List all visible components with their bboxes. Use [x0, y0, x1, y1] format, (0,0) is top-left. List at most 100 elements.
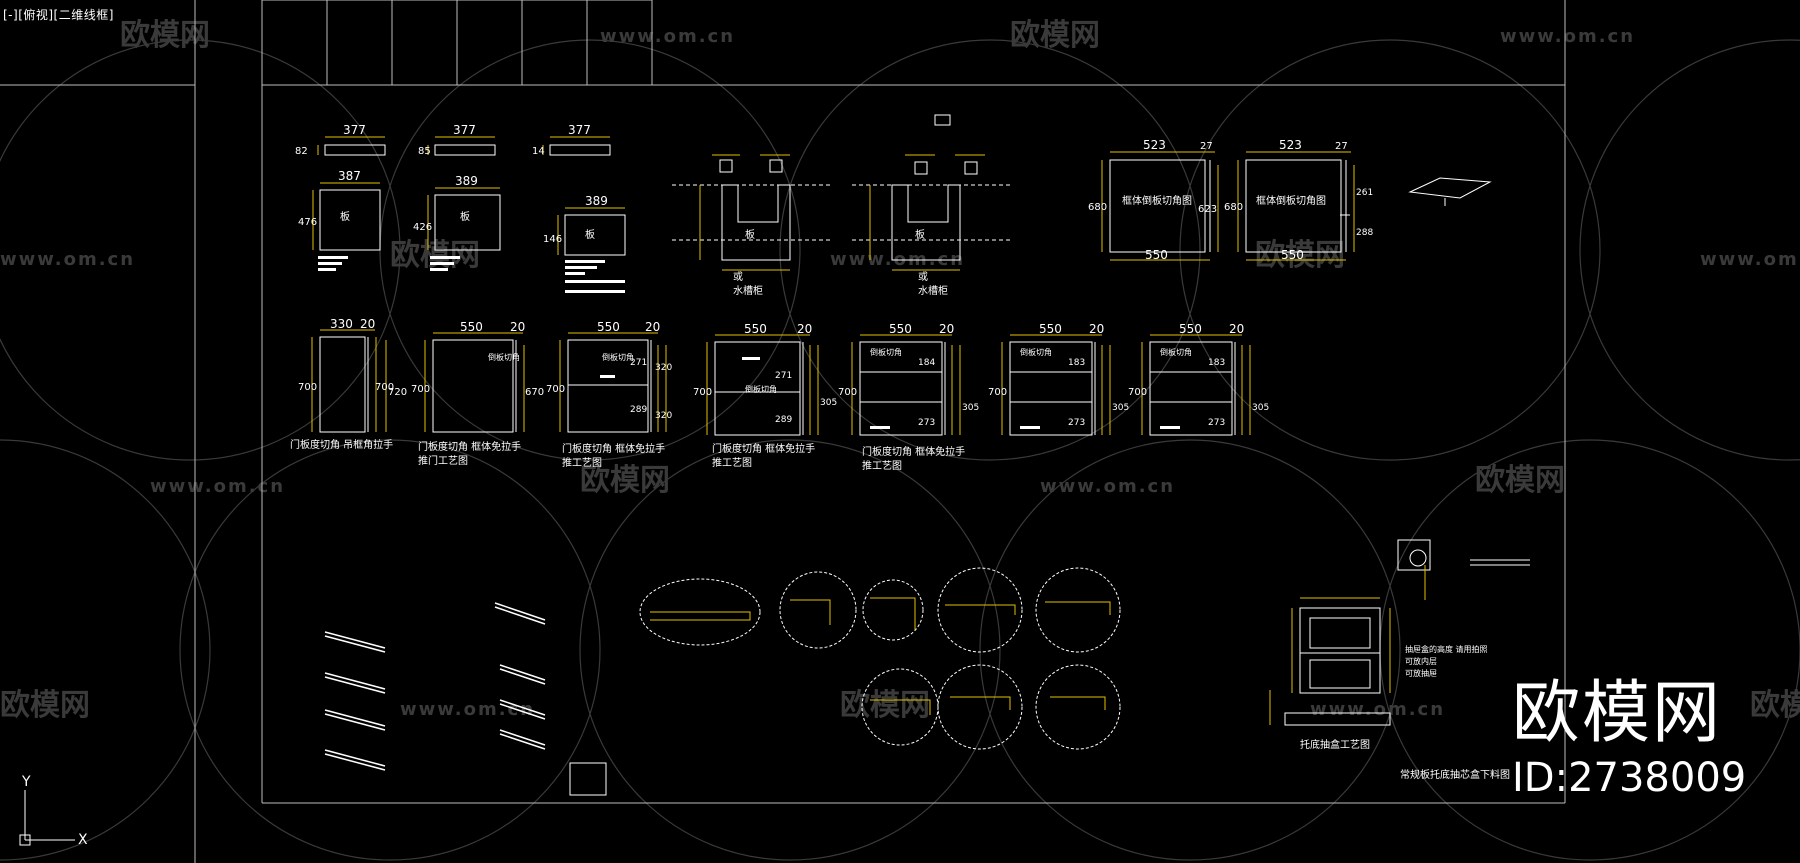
caption: 推工艺图	[562, 456, 602, 469]
dim-label: 271	[630, 358, 647, 368]
watermark-logo: 欧模网	[120, 18, 210, 53]
dim-label: 680	[1224, 202, 1243, 213]
caption: 门板度切角 框体免拉手	[562, 442, 665, 455]
corner-panel-drawings	[1109, 159, 1350, 253]
dim-label: 184	[918, 358, 935, 368]
caption-regular: 常规板托底抽芯盒下料图	[1400, 768, 1510, 781]
dim-label: 289	[630, 405, 647, 415]
dim-label: 82	[295, 146, 308, 157]
dim-label: 288	[1356, 228, 1373, 238]
dim-label: 320	[655, 411, 672, 421]
caption: 门板度切角 框体免拉手	[418, 440, 521, 453]
drawer-note: 抽屉盒的高度 请用拍照	[1405, 644, 1488, 654]
ucs-icon	[19, 790, 75, 846]
dim-label: 330	[330, 317, 353, 331]
dim-label: 700	[693, 387, 712, 398]
dim-label: 289	[775, 415, 792, 425]
watermark-logo: 欧模网	[1750, 688, 1800, 723]
sink-cabinet-drawings	[672, 114, 1012, 261]
detail-profiles	[650, 597, 1111, 715]
dim-label: 700	[298, 382, 317, 393]
corner-panel-dims	[1101, 151, 1355, 261]
dim-label: 550	[1179, 322, 1202, 336]
dim-label: 85	[418, 146, 431, 157]
dim-label: 273	[1208, 418, 1225, 428]
inner-label: 倒板切角	[488, 352, 520, 362]
ucs-y-label: Y	[21, 774, 31, 790]
dim-label: 183	[1068, 358, 1085, 368]
dim-label: 550	[744, 322, 767, 336]
legend-bars-top-left	[318, 256, 625, 293]
caption: 推工艺图	[712, 456, 752, 469]
panel-label: 板	[915, 228, 925, 241]
corner-label: 框体倒板切角图	[1256, 194, 1326, 207]
watermark-url: www.om.cn	[150, 476, 285, 497]
dim-label: 700	[838, 387, 857, 398]
dim-label: 20	[939, 322, 954, 336]
dim-label: 27	[1335, 141, 1348, 152]
dim-label: 377	[453, 123, 476, 137]
dim-label: 271	[775, 371, 792, 381]
drawer-note: 可放内层	[1405, 656, 1437, 666]
caption: 门板度切角 框体免拉手	[862, 445, 965, 458]
dim-label: 700	[988, 387, 1007, 398]
dim-label: 20	[1089, 322, 1104, 336]
door-panel-dims	[311, 329, 1251, 435]
label-sink: 水槽柜	[918, 284, 948, 297]
dim-label: 523	[1143, 138, 1166, 152]
dim-label: 670	[525, 387, 544, 398]
dim-label: 14	[532, 146, 545, 157]
dim-label: 550	[889, 322, 912, 336]
dim-label: 700	[1128, 387, 1147, 398]
panel-label: 板	[460, 210, 470, 223]
dim-label: 680	[1088, 202, 1107, 213]
dim-label: 320	[655, 363, 672, 373]
dim-label: 377	[343, 123, 366, 137]
dim-label: 27	[1200, 141, 1213, 152]
dim-text-top-left: 377 377 377 82 85 14 387 389 389 476 426…	[295, 123, 608, 245]
panel-label: 板	[745, 228, 755, 241]
watermark-url: www.om.cn	[1310, 699, 1445, 720]
watermark-url: www.om.cn	[400, 699, 535, 720]
panel-label: 板	[585, 228, 595, 241]
watermark-logo: 欧模网	[1010, 18, 1100, 53]
panel-label: 板	[340, 210, 350, 223]
inner-label: 倒板切角	[745, 384, 777, 394]
frame-lines	[0, 0, 1566, 863]
dim-label: 305	[1112, 403, 1129, 413]
dim-label: 183	[1208, 358, 1225, 368]
watermark-url-layer: www.om.cn www.om.cn www.om.cn www.om.cn …	[0, 26, 1800, 720]
watermark-logo: 欧模网	[580, 463, 670, 498]
ucs-text: Y X	[21, 774, 88, 848]
dim-label: 389	[585, 194, 608, 208]
drawer-box-drawing	[1284, 539, 1530, 726]
viewport-control-label[interactable]: [-][俯视][二维线框]	[3, 8, 114, 22]
corner-panel-text: 523 27 523 27 680 680 623 261 288 550 55…	[1088, 138, 1373, 262]
watermark-url: www.om.cn	[1040, 476, 1175, 497]
dim-label: 550	[460, 320, 483, 334]
inner-label: 倒板切角	[870, 347, 902, 357]
caption: 推工艺图	[862, 459, 902, 472]
inner-label: 倒板切角	[602, 352, 634, 362]
sink-cabinet-dims	[699, 154, 985, 271]
dim-label: 700	[375, 382, 394, 393]
watermark-logo: 欧模网	[840, 688, 930, 723]
dim-label: 261	[1356, 188, 1373, 198]
watermark-url: www.om.cn	[0, 249, 135, 270]
watermark-logo: 欧模网	[0, 688, 90, 723]
watermark-text-layer: 欧模网 欧模网 欧模网 欧模网 欧模网 欧模网 欧模网 欧模网 欧模网	[0, 18, 1800, 723]
door-panel-handles	[600, 357, 1180, 429]
dim-label: 476	[298, 217, 317, 228]
dim-label: 550	[1281, 248, 1304, 262]
dim-label: 389	[455, 174, 478, 188]
caption: 门板度切角 吊框角拉手	[290, 438, 393, 451]
dim-label: 550	[1145, 248, 1168, 262]
caption: 门板度切角 框体免拉手	[712, 442, 815, 455]
dim-label: 20	[360, 317, 375, 331]
label-or: 或	[918, 271, 928, 283]
watermark-url: www.om.cn	[1500, 26, 1635, 47]
dim-label: 20	[510, 320, 525, 334]
label-sink: 水槽柜	[733, 284, 763, 297]
watermark-url: www.om.cn	[600, 26, 735, 47]
